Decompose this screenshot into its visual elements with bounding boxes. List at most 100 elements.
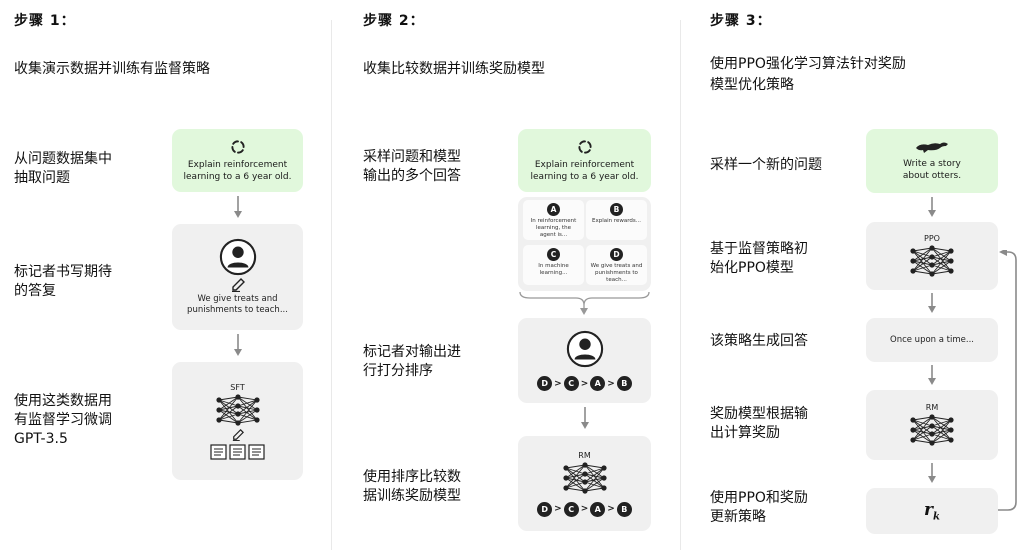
- arrow-down-icon: [581, 407, 589, 429]
- label-text: 该策略生成回答: [710, 333, 808, 349]
- document-stack: [210, 443, 265, 460]
- step-1-column: 步骤 1： 收集演示数据并训练有监督策略 从问题数据集中抽取问题 标记者书写期待…: [0, 0, 330, 554]
- rank-item: A: [590, 501, 606, 517]
- option-badge: A: [547, 203, 560, 216]
- rank-item: C: [563, 501, 579, 517]
- step-3-description: 使用PPO强化学习算法针对奖励模型优化策略: [710, 54, 906, 96]
- rank-item: D: [537, 501, 553, 517]
- greater-than-icon: >: [554, 504, 562, 514]
- rank-item: A: [590, 376, 606, 391]
- label-text: 基于监督策略初始化PPO模型: [710, 241, 808, 276]
- generated-output-box: Once upon a time...: [866, 318, 998, 362]
- arrow-down-icon: [928, 463, 936, 483]
- rank-item: C: [563, 376, 579, 391]
- output-option-b: B Explain rewards...: [586, 200, 647, 240]
- output-text: Once upon a time...: [890, 334, 974, 345]
- arrow-down-icon: [234, 196, 242, 218]
- option-badge: D: [610, 248, 623, 261]
- person-icon: [566, 330, 603, 368]
- document-icon: [229, 443, 246, 460]
- ranking-sequence: D> C> A> B: [537, 501, 632, 517]
- column-divider: [680, 20, 681, 550]
- rank-item: B: [616, 376, 632, 391]
- openai-logo-icon: [230, 139, 245, 154]
- ppo-caption: PPO: [924, 233, 940, 243]
- step-2-description: 收集比较数据并训练奖励模型: [363, 61, 545, 77]
- step-3-column: 步骤 3： 使用PPO强化学习算法针对奖励模型优化策略 采样一个新的问题 基于监…: [690, 0, 1021, 554]
- reward-model-box: RM D> C> A> B: [518, 436, 651, 531]
- step-2-title: 步骤 2：: [363, 13, 425, 29]
- step-2-label-sample: 采样问题和模型输出的多个回答: [363, 148, 461, 186]
- step-2-label-rank: 标记者对输出进行打分排序: [363, 343, 461, 381]
- step-1-label-sample: 从问题数据集中抽取问题: [14, 150, 112, 188]
- step-3-label-update: 使用PPO和奖励更新策略: [710, 489, 808, 527]
- rank-item: D: [537, 376, 553, 391]
- neural-network-icon: [910, 413, 954, 446]
- step-1-label-demonstrate: 标记者书写期待的答复: [14, 263, 112, 301]
- rm-caption: RM: [578, 450, 591, 460]
- greater-than-icon: >: [607, 378, 615, 389]
- openai-logo-icon: [577, 139, 592, 154]
- step-3-label-reward: 奖励模型根据输出计算奖励: [710, 405, 808, 443]
- step-2-column: 步骤 2： 收集比较数据并训练奖励模型 采样问题和模型输出的多个回答 标记者对输…: [340, 0, 680, 554]
- pencil-icon: [232, 428, 244, 441]
- step-3-title: 步骤 3：: [710, 13, 772, 29]
- feedback-loop-arrow: [998, 250, 1017, 511]
- sft-caption: SFT: [230, 382, 245, 392]
- arrow-down-icon: [928, 293, 936, 313]
- option-text: Explain rewards...: [591, 218, 642, 224]
- neural-network-icon: [215, 393, 260, 426]
- arrow-down-icon: [928, 197, 936, 217]
- reward-subscript: k: [933, 511, 940, 523]
- option-badge: B: [610, 203, 623, 216]
- step-3-label-sample: 采样一个新的问题: [710, 156, 822, 175]
- neural-network-icon: [562, 461, 607, 494]
- rm-caption: RM: [925, 402, 939, 412]
- ppo-model-box: PPO: [866, 222, 998, 290]
- label-text: 从问题数据集中抽取问题: [14, 151, 112, 186]
- label-text: 采样问题和模型输出的多个回答: [363, 149, 461, 184]
- document-icon: [248, 443, 265, 460]
- document-icon: [210, 443, 227, 460]
- person-icon: [219, 238, 256, 276]
- neural-network-icon: [910, 244, 954, 277]
- label-text: 采样一个新的问题: [710, 157, 822, 173]
- step-1-description: 收集演示数据并训练有监督策略: [14, 61, 210, 77]
- bracket-connector: [519, 291, 650, 315]
- step-3-label-init: 基于监督策略初始化PPO模型: [710, 240, 808, 278]
- label-text: 使用排序比较数据训练奖励模型: [363, 469, 461, 504]
- greater-than-icon: >: [607, 504, 615, 514]
- label-text: 奖励模型根据输出计算奖励: [710, 406, 808, 441]
- label-text: 标记者书写期待的答复: [14, 264, 112, 299]
- reward-model-box: RM: [866, 390, 998, 460]
- description-text: 使用PPO强化学习算法针对奖励模型优化策略: [710, 56, 906, 93]
- otter-icon: [916, 142, 948, 153]
- greater-than-icon: >: [554, 378, 562, 389]
- column-divider: [331, 20, 332, 550]
- pencil-icon: [231, 278, 245, 292]
- ranking-box: D> C> A> B: [518, 318, 651, 403]
- sft-model-box: SFT: [172, 362, 303, 480]
- reward-value-box: rk: [866, 488, 998, 534]
- reward-symbol: rk: [924, 500, 940, 522]
- greater-than-icon: >: [580, 504, 589, 514]
- rank-item: B: [616, 501, 632, 517]
- step-2-label-train: 使用排序比较数据训练奖励模型: [363, 468, 461, 506]
- greater-than-icon: >: [580, 378, 589, 389]
